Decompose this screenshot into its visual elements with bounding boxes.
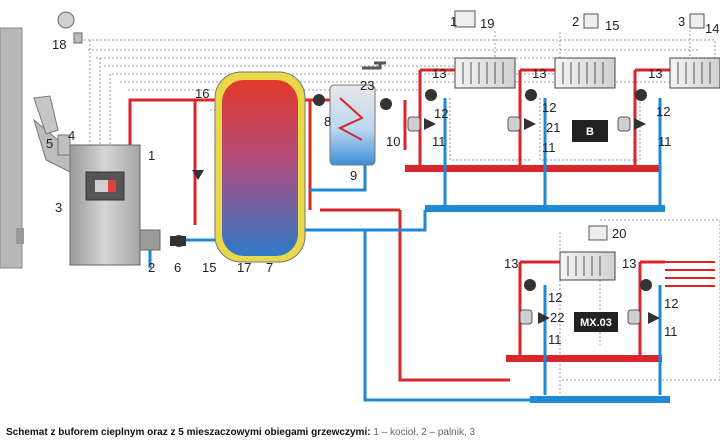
label-5: 5 — [46, 136, 53, 151]
radiator-fins — [462, 62, 711, 276]
label-9: 9 — [350, 168, 357, 183]
label-12d: 12 — [548, 290, 562, 305]
pump-icon — [173, 89, 652, 291]
supply-manifold — [405, 165, 662, 362]
label-16: 16 — [195, 86, 209, 101]
label-15b: 15 — [202, 260, 216, 275]
dhw-tank — [329, 84, 376, 166]
label-1: 1 — [148, 148, 155, 163]
mixing-valve-icon — [192, 118, 660, 324]
weather-sensor-icon — [57, 11, 83, 44]
label-22: 22 — [550, 310, 564, 325]
module-mx03-label: MX.03 — [580, 317, 612, 329]
label-12c: 12 — [656, 104, 670, 119]
label-18: 18 — [52, 37, 66, 52]
label-20: 20 — [612, 226, 626, 241]
module-mx03-box: MX.03 — [574, 312, 618, 332]
label-4: 4 — [68, 128, 75, 143]
label-13d: 13 — [504, 256, 518, 271]
return-manifold — [425, 205, 670, 403]
label-11a: 11 — [432, 134, 446, 149]
chimney-wall — [0, 27, 24, 269]
label-12a: 12 — [434, 106, 448, 121]
label-7: 7 — [266, 260, 273, 275]
label-19: 19 — [480, 16, 494, 31]
return-pipes — [148, 98, 662, 402]
label-11c: 11 — [658, 134, 672, 149]
boiler — [33, 95, 186, 266]
label-14: 14 — [705, 21, 719, 36]
flue-pipe — [57, 134, 71, 156]
label-8: 8 — [324, 114, 331, 129]
label-13c: 13 — [648, 66, 662, 81]
label-17: 17 — [237, 260, 251, 275]
label-11b: 11 — [542, 140, 556, 155]
label-13e: 13 — [622, 256, 636, 271]
caption-title: Schemat z buforem cieplnym oraz z 5 mies… — [6, 427, 371, 438]
module-b-box: B — [572, 120, 608, 142]
label-23: 23 — [360, 78, 374, 93]
label-12b: 12 — [542, 100, 556, 115]
part-number-labels: 1 2 3 4 5 6 7 8 9 10 11 11 11 11 11 12 1… — [46, 14, 719, 347]
label-21: 21 — [546, 120, 560, 135]
sensor-3-label: 3 — [678, 14, 685, 29]
buffer-tank — [214, 71, 306, 263]
supply-pipes — [128, 68, 670, 382]
label-11d: 11 — [548, 332, 562, 347]
room-panel-icon — [454, 10, 705, 241]
caption-text: 1 – kocioł, 2 – palnik, 3 — [373, 427, 476, 438]
actuator-icon — [407, 116, 641, 325]
label-13b: 13 — [532, 66, 546, 81]
module-b-label: B — [586, 126, 594, 138]
tap-icon — [362, 61, 386, 70]
label-12e: 12 — [664, 296, 678, 311]
label-2: 2 — [148, 260, 155, 275]
label-11e: 11 — [664, 324, 678, 339]
sensor-1-label: 1 — [450, 14, 457, 29]
figure-caption: Schemat z buforem cieplnym oraz z 5 mies… — [6, 427, 718, 440]
sensor-2-label: 2 — [572, 14, 579, 29]
label-3: 3 — [55, 200, 62, 215]
floor-heating-icon — [665, 261, 715, 287]
label-6: 6 — [174, 260, 181, 275]
label-13a: 13 — [432, 66, 446, 81]
label-10: 10 — [386, 134, 400, 149]
label-15a: 15 — [605, 18, 619, 33]
radiator-icon — [454, 57, 720, 281]
